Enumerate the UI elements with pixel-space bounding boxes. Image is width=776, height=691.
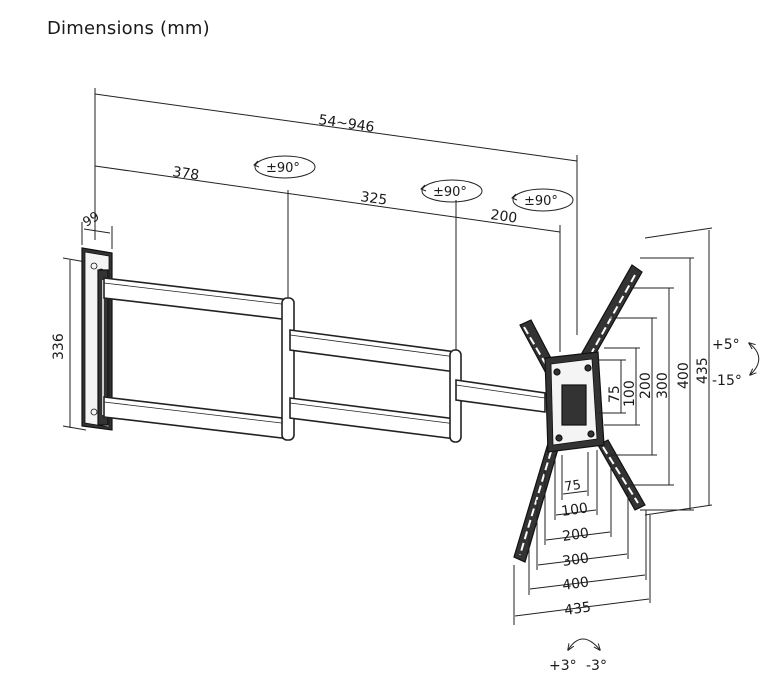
vesa-horizontal-435: 435 xyxy=(563,599,592,619)
level-adjust-right-label: -3° xyxy=(586,658,607,674)
arm-segment-3 xyxy=(455,379,546,413)
vesa-vertical-300: 300 xyxy=(655,372,671,399)
tilt-down-label: -15° xyxy=(712,373,742,389)
vesa-horizontal-300: 300 xyxy=(561,550,590,570)
arm1-length-label: 378 xyxy=(171,164,200,184)
vesa-vertical-75: 75 xyxy=(607,385,623,403)
total-length-label: 54~946 xyxy=(317,112,375,136)
svg-text:±90°: ±90° xyxy=(524,194,558,209)
rotation-badge-3: ±90° xyxy=(511,188,574,212)
arm3-length-label: 200 xyxy=(489,207,518,227)
vesa-horizontal-100: 100 xyxy=(560,500,589,520)
vesa-horizontal-75: 75 xyxy=(563,478,581,495)
vesa-horizontal-200: 200 xyxy=(561,525,590,545)
level-adjust-indicator xyxy=(568,638,600,650)
vesa-bracket xyxy=(513,264,646,563)
tilt-up-label: +5° xyxy=(712,337,740,353)
arm-segment-1 xyxy=(103,277,295,441)
level-adjust-left-label: +3° xyxy=(549,658,577,674)
rotation-badge-1: ±90° xyxy=(253,155,316,179)
wall-plate-height-label: 336 xyxy=(51,333,67,360)
vesa-vertical-400: 400 xyxy=(676,362,692,389)
wall-plate-width-label: 99 xyxy=(81,209,103,230)
vesa-vertical-200: 200 xyxy=(638,372,654,399)
vesa-vertical-dimensions xyxy=(598,227,713,516)
arm2-length-label: 325 xyxy=(359,189,388,209)
svg-text:±90°: ±90° xyxy=(266,161,300,176)
arm-segment-2 xyxy=(289,329,462,443)
vesa-horizontal-dimensions xyxy=(513,450,651,625)
vesa-horizontal-400: 400 xyxy=(561,574,590,594)
rotation-badge-2: ±90° xyxy=(420,179,483,203)
page-title: Dimensions (mm) xyxy=(47,18,210,39)
vesa-vertical-435: 435 xyxy=(695,357,711,384)
tilt-indicator xyxy=(749,343,760,375)
top-dimension-lines xyxy=(94,88,578,352)
svg-text:±90°: ±90° xyxy=(433,185,467,200)
vesa-vertical-100: 100 xyxy=(622,380,638,407)
